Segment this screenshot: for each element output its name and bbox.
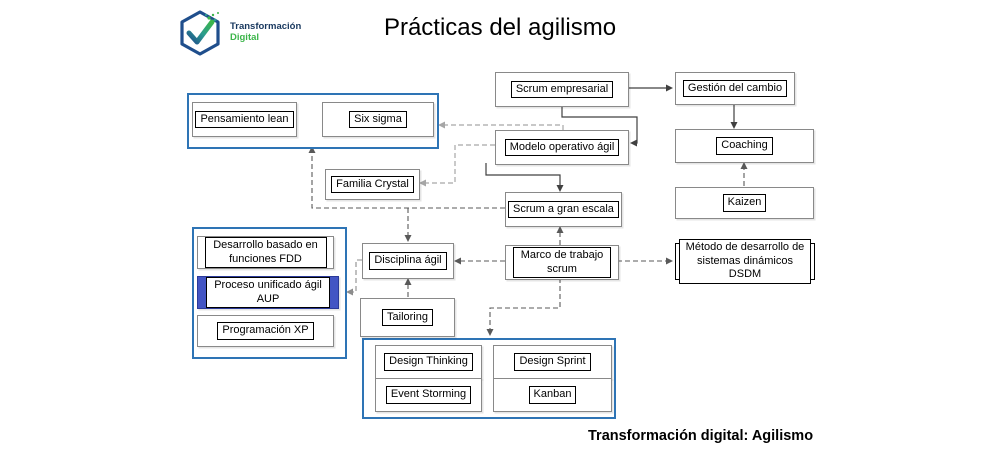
node-kanban: Kanban [493,378,612,412]
connector-tailoring-to-disciplina-agil [404,278,412,297]
node-label: Marco de trabajo scrum [513,246,611,279]
connector-disciplina-agil-to-fdd-container [346,259,362,296]
connector-marco-trabajo-to-disciplina-agil [454,257,505,265]
node-programacion-xp: Programación XP [197,315,334,347]
node-label: Gestión del cambio [682,79,788,98]
transformacion-digital-logo-icon [180,10,220,56]
connector-modelo-operativo-to-lean-container [438,121,564,130]
connector-modelo-operativo-to-scrum-gran-escala [485,163,564,192]
node-label: Programación XP [217,322,314,340]
logo-brand-line2: Digital [230,32,260,43]
node-label: Scrum a gran escala [508,200,619,219]
node-aup: Proceso unificado ágil AUP [197,276,339,309]
node-label: Tailoring [382,308,433,327]
node-familia-crystal: Familia Crystal [325,169,420,200]
logo-brand-line1: Transformación [230,21,302,33]
node-label: Desarrollo basado en funciones FDD [204,236,327,269]
node-label: Coaching [716,137,773,155]
node-six-sigma: Six sigma [322,102,434,137]
node-dsdm: Método de desarrollo de sistemas dinámic… [675,238,815,285]
node-coaching: Coaching [675,129,814,163]
slide-caption: Transformación digital: Agilismo [588,428,814,444]
node-scrum-a-gran-escala: Scrum a gran escala [505,192,622,227]
node-label: Event Storming [385,386,472,404]
connector-marco-trabajo-to-dsdm [617,257,673,265]
connector-marco-trabajo-to-scrum-gran-escala [556,226,564,245]
node-gestion-del-cambio: Gestión del cambio [675,72,795,105]
node-pensamiento-lean: Pensamiento lean [192,102,297,137]
node-kaizen: Kaizen [675,187,814,219]
connector-marco-trabajo-to-design-container [486,278,561,336]
node-label: Disciplina ágil [369,252,447,270]
logo: Transformación Digital [176,8,316,58]
connector-modelo-operativo-to-familia-crystal [419,144,495,187]
node-label: Modelo operativo ágil [504,138,620,157]
node-label: Kaizen [722,194,767,212]
node-label: Pensamiento lean [195,110,294,129]
node-label: Six sigma [349,110,407,129]
node-label: Familia Crystal [331,175,414,194]
node-modelo-operativo-agil: Modelo operativo ágil [495,130,629,165]
node-marco-de-trabajo-scrum: Marco de trabajo scrum [505,245,619,280]
node-event-storming: Event Storming [375,378,482,412]
node-design-thinking: Design Thinking [375,345,482,379]
node-label: Design Thinking [384,353,473,371]
node-design-sprint: Design Sprint [493,345,612,379]
node-label: Scrum empresarial [510,80,614,99]
node-label: Método de desarrollo de sistemas dinámic… [679,238,811,285]
node-label: Proceso unificado ágil AUP [206,276,330,309]
connector-scrum-empresarial-to-gestion-cambio [627,84,673,92]
node-disciplina-agil: Disciplina ágil [362,243,454,279]
node-scrum-empresarial: Scrum empresarial [495,72,629,107]
node-label: Kanban [528,386,577,404]
node-label: Design Sprint [514,353,591,371]
connector-gestion-cambio-to-coaching [730,103,738,129]
connector-kaizen-to-coaching [740,162,748,186]
logo-text: Transformación Digital [230,21,302,44]
page-title: Prácticas del agilismo [383,14,617,41]
node-fdd: Desarrollo basado en funciones FDD [197,236,334,269]
node-tailoring: Tailoring [360,298,455,337]
